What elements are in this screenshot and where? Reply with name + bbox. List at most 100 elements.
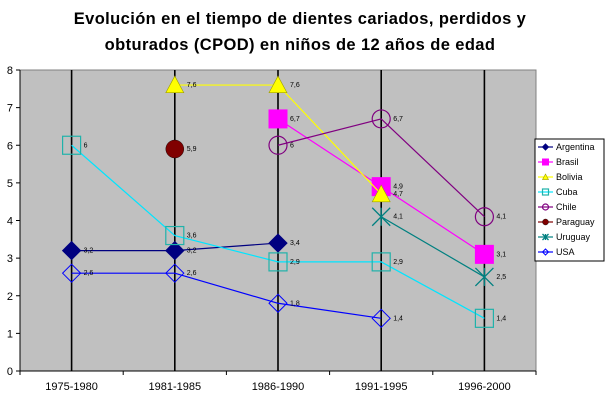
legend-label: Cuba: [556, 187, 578, 197]
legend-marker-paraguay: [542, 218, 549, 226]
x-tick-label: 1996-2000: [458, 381, 511, 393]
point-bolivia: [165, 75, 185, 93]
x-tick-label: 1981-1985: [148, 381, 201, 393]
legend-label: Paraguay: [556, 217, 595, 227]
legend-item-argentina: Argentina: [538, 142, 595, 152]
series-argentina: 3,2 3,2 3,4: [61, 233, 300, 261]
legend-marker-chile: [541, 203, 550, 211]
y-tick-label: 1: [7, 328, 13, 340]
data-label-usa: 1,4: [393, 315, 403, 322]
data-label-uruguay: 2,5: [496, 274, 506, 281]
series-uruguay: 4,1 2,5: [371, 207, 506, 287]
legend-item-chile: Chile: [538, 202, 577, 212]
legend-label: USA: [556, 247, 575, 257]
point-bolivia: [371, 184, 391, 203]
point-usa: [371, 308, 391, 329]
legend-marker-uruguay: [542, 233, 549, 241]
point-usa: [268, 293, 288, 313]
legend: ArgentinaBrasilBoliviaCubaChileParaguayU…: [534, 138, 605, 262]
data-label-paraguay: 5,9: [187, 146, 197, 153]
point-uruguay: [371, 207, 391, 227]
chart-title-line-1: Evolución en el tiempo de dientes cariad…: [74, 10, 527, 28]
x-tick-label: 1975-1980: [45, 381, 98, 393]
point-usa: [165, 263, 185, 283]
legend-item-brasil: Brasil: [538, 157, 579, 167]
legend-marker-cuba: [541, 188, 550, 196]
plot-area: 0 1 2 3 4 5 6 7 8 1975-1980 1981-1985 1986-1990 1991…: [7, 65, 537, 393]
y-tick-label: 4: [7, 216, 13, 228]
y-tick-label: 8: [7, 65, 13, 77]
legend-label: Uruguay: [556, 232, 591, 242]
y-tick-label: 7: [7, 103, 13, 115]
chart-title-line-2: obturados (CPOD) en niños de 12 años de …: [105, 36, 496, 54]
data-label-cuba: 1,4: [496, 315, 506, 322]
point-chile: [268, 135, 288, 155]
point-argentina: [268, 233, 288, 253]
data-label-argentina: 3,2: [187, 248, 197, 255]
data-label-cuba: 6: [84, 142, 88, 149]
point-bolivia: [268, 75, 288, 93]
data-label-uruguay: 4,1: [393, 214, 403, 221]
y-tick-label: 2: [7, 291, 13, 303]
legend-marker-bolivia: [541, 173, 550, 180]
point-argentina: [61, 240, 82, 261]
point-argentina: [165, 240, 185, 261]
legend-label: Argentina: [556, 142, 595, 152]
data-label-usa: 2,6: [187, 270, 197, 277]
point-cuba: [268, 252, 288, 272]
data-label-brasil: 3,1: [496, 251, 506, 258]
data-label-bolivia: 4,7: [393, 191, 403, 198]
series-bolivia: 7,6 7,6 4,7: [165, 75, 403, 203]
data-label-argentina: 3,2: [84, 248, 94, 255]
data-label-argentina: 3,4: [290, 240, 300, 247]
point-chile: [371, 109, 391, 129]
data-label-brasil: 6,7: [290, 116, 300, 123]
legend-item-usa: USA: [538, 247, 575, 257]
legend-label: Chile: [556, 202, 577, 212]
y-tick-label: 6: [7, 140, 13, 152]
point-usa: [61, 263, 82, 283]
legend-item-bolivia: Bolivia: [538, 172, 583, 182]
data-label-cuba: 2,9: [393, 259, 403, 266]
legend-marker-argentina: [541, 143, 550, 151]
legend-label: Brasil: [556, 157, 579, 167]
data-label-usa: 1,8: [290, 300, 300, 307]
legend-item-cuba: Cuba: [538, 187, 578, 197]
point-brasil: [268, 109, 288, 129]
point-cuba: [165, 225, 185, 246]
y-tick-label: 0: [7, 366, 13, 378]
point-brasil: [474, 244, 494, 264]
point-paraguay: [165, 139, 185, 159]
data-label-chile: 4,1: [496, 214, 506, 221]
data-label-brasil: 4,9: [393, 184, 403, 191]
data-label-chile: 6: [290, 142, 294, 149]
point-cuba: [61, 135, 82, 155]
series-cuba: 6 3,6 2,9 2,9 1,4: [61, 135, 506, 328]
data-label-chile: 6,7: [393, 116, 403, 123]
legend-marker-brasil: [542, 158, 549, 166]
y-tick-label: 5: [7, 178, 13, 190]
series-line-cuba: [71, 144, 485, 319]
data-label-bolivia: 7,6: [187, 82, 197, 89]
data-label-bolivia: 7,6: [290, 82, 300, 89]
series-paraguay: 5,9: [165, 139, 197, 159]
legend-label: Bolivia: [556, 172, 583, 182]
series-chile: 6 6,7 4,1: [268, 109, 506, 227]
legend-item-uruguay: Uruguay: [538, 232, 591, 242]
data-label-cuba: 2,9: [290, 259, 300, 266]
series-line-chile: [277, 118, 485, 218]
series-line-uruguay: [380, 216, 485, 278]
point-uruguay: [474, 267, 494, 287]
series-line-usa: [71, 272, 382, 319]
y-tick-label: 3: [7, 253, 13, 265]
data-label-usa: 2,6: [84, 270, 94, 277]
legend-marker-usa: [541, 248, 550, 256]
legend-item-paraguay: Paraguay: [538, 217, 595, 227]
x-tick-label: 1991-1995: [355, 381, 408, 393]
series-usa: 2,6 2,6 1,8 1,4: [61, 263, 403, 329]
data-label-cuba: 3,6: [187, 233, 197, 240]
x-tick-label: 1986-1990: [252, 381, 305, 393]
point-cuba: [474, 308, 494, 328]
point-cuba: [371, 252, 391, 272]
